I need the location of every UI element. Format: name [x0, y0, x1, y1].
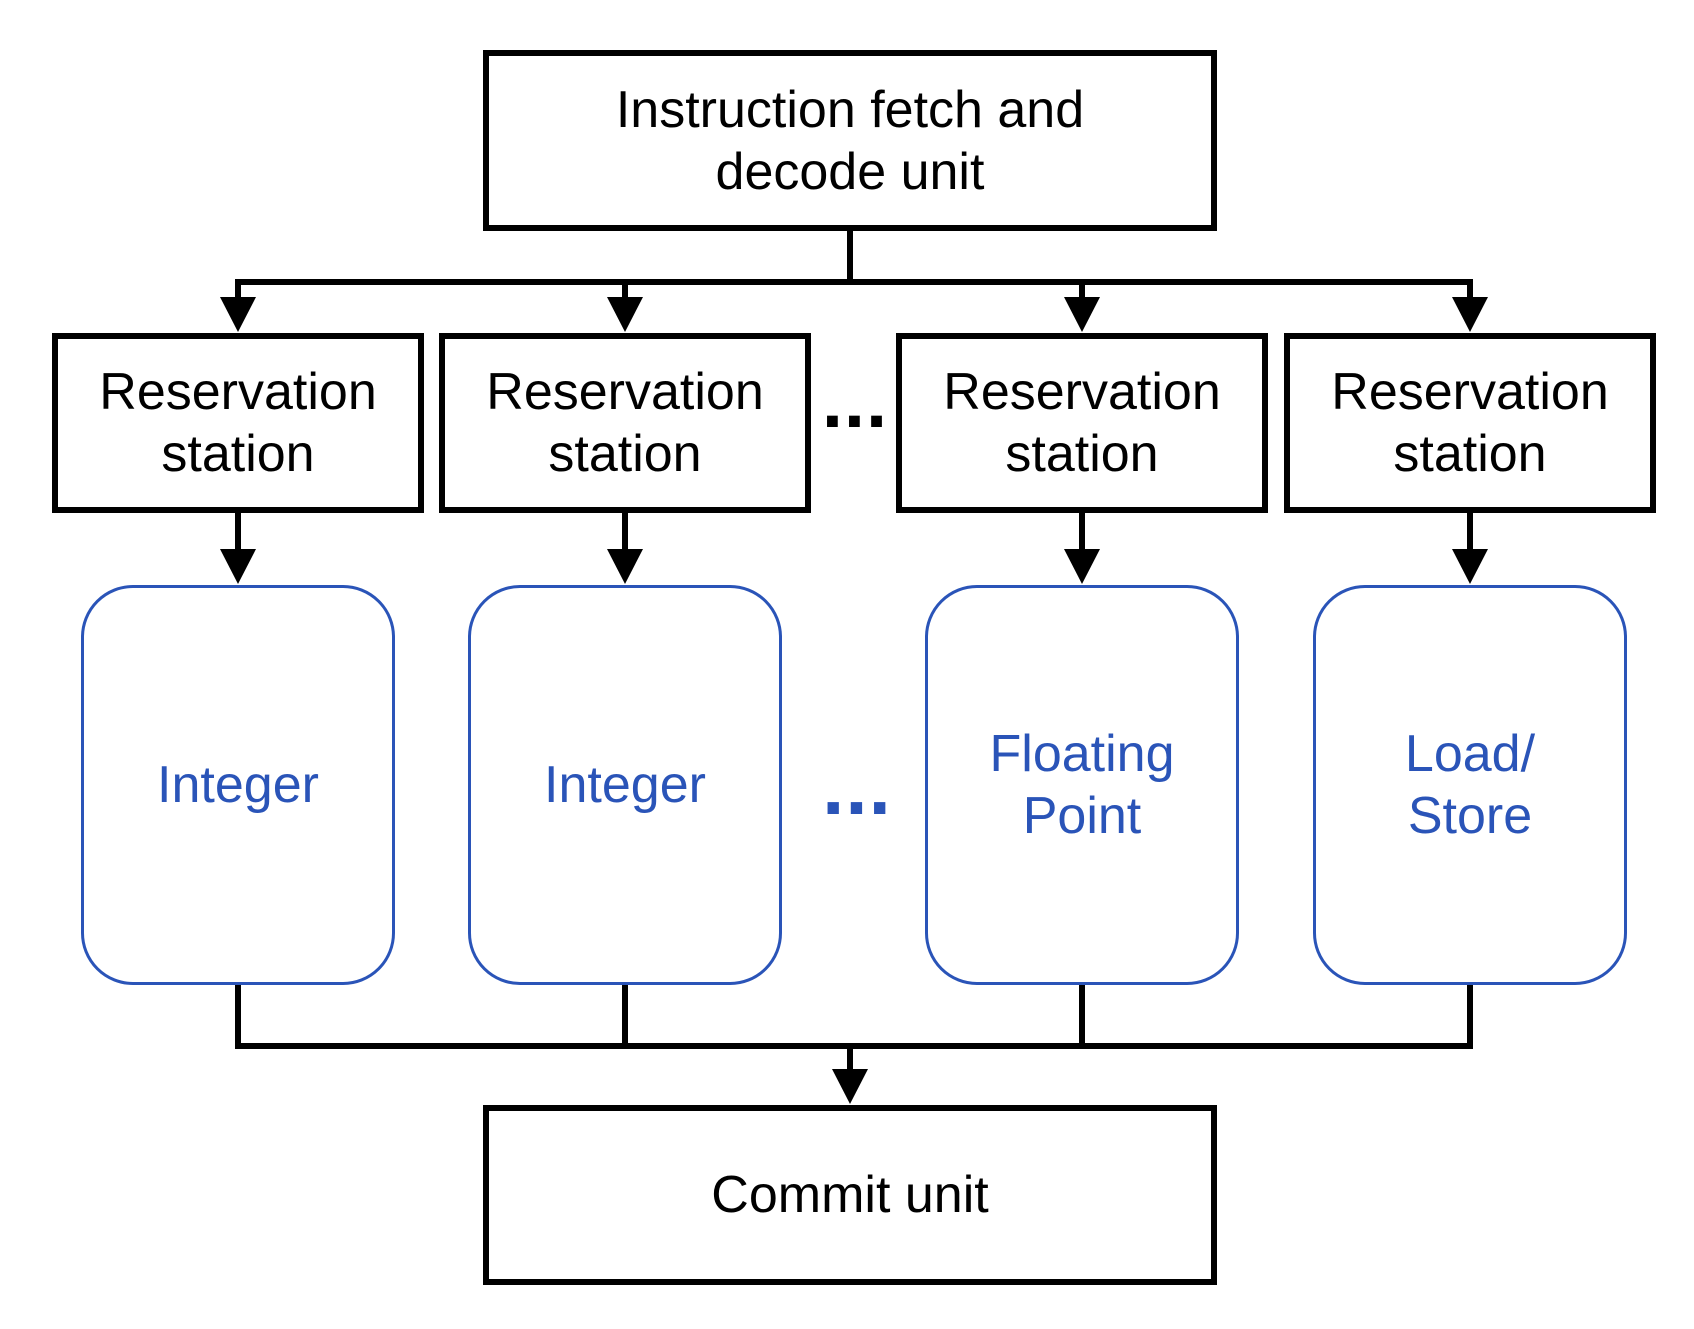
instruction-fetch-decode-box: Instruction fetch and decode unit — [483, 50, 1217, 231]
bus-to-station-1-arrowhead — [220, 297, 256, 332]
merge-to-commit-arrowhead — [832, 1069, 868, 1104]
reservation-station-box-1: Reservation station — [52, 333, 424, 513]
floating-point-unit-box: Floating Point — [925, 585, 1239, 985]
reservation-station-box-3: Reservation station — [896, 333, 1268, 513]
bus-to-station-3-arrowhead — [1064, 297, 1100, 332]
units-ellipsis: ... — [822, 742, 892, 831]
bus-to-station-2-arrowhead — [607, 297, 643, 332]
stations-ellipsis: ... — [821, 359, 889, 444]
station-1-to-unit-arrowhead — [220, 549, 256, 584]
reservation-station-box-2: Reservation station — [439, 333, 811, 513]
bus-to-station-4-arrowhead — [1452, 297, 1488, 332]
commit-unit-box: Commit unit — [483, 1105, 1217, 1285]
load-store-unit-box: Load/ Store — [1313, 585, 1627, 985]
integer-unit-box-1: Integer — [81, 585, 395, 985]
integer-unit-box-2: Integer — [468, 585, 782, 985]
station-3-to-unit-arrowhead — [1064, 549, 1100, 584]
reservation-station-box-4: Reservation station — [1284, 333, 1656, 513]
station-2-to-unit-arrowhead — [607, 549, 643, 584]
station-4-to-unit-arrowhead — [1452, 549, 1488, 584]
